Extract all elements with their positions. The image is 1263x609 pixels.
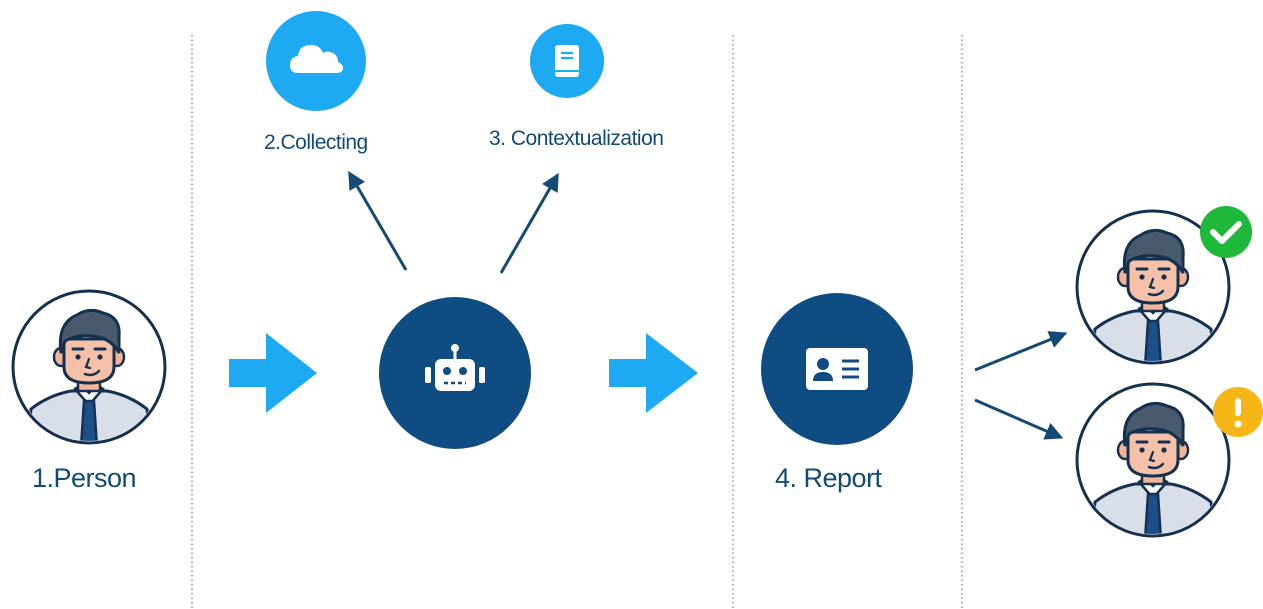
check-badge	[1200, 206, 1252, 258]
exclamation-icon	[1234, 398, 1242, 428]
arrow-to-collecting	[348, 170, 408, 271]
person-avatar	[13, 291, 165, 447]
check-icon	[1210, 221, 1242, 244]
book-icon	[555, 45, 579, 77]
step-label-report: 4. Report	[775, 463, 882, 493]
collecting-node	[266, 11, 366, 111]
flow-arrow-2	[609, 333, 698, 413]
report-node	[761, 293, 913, 445]
step-label-person: 1.Person	[32, 463, 137, 493]
cloud-icon	[290, 45, 343, 73]
flow-arrow-1	[229, 333, 317, 413]
outcome-avatar-flagged	[1077, 384, 1229, 540]
contextualization-node	[530, 24, 604, 98]
step-label-collecting: 2.Collecting	[264, 131, 368, 154]
processor-node	[379, 297, 531, 449]
step-label-contextualization: 3. Contextualization	[489, 127, 664, 150]
robot-icon	[425, 344, 485, 391]
id-card-icon	[806, 348, 868, 390]
arrow-to-outcome-flagged	[974, 398, 1064, 440]
warning-badge	[1213, 387, 1263, 437]
arrow-to-contextualization	[499, 172, 559, 274]
arrow-to-outcome-approved	[974, 331, 1068, 372]
